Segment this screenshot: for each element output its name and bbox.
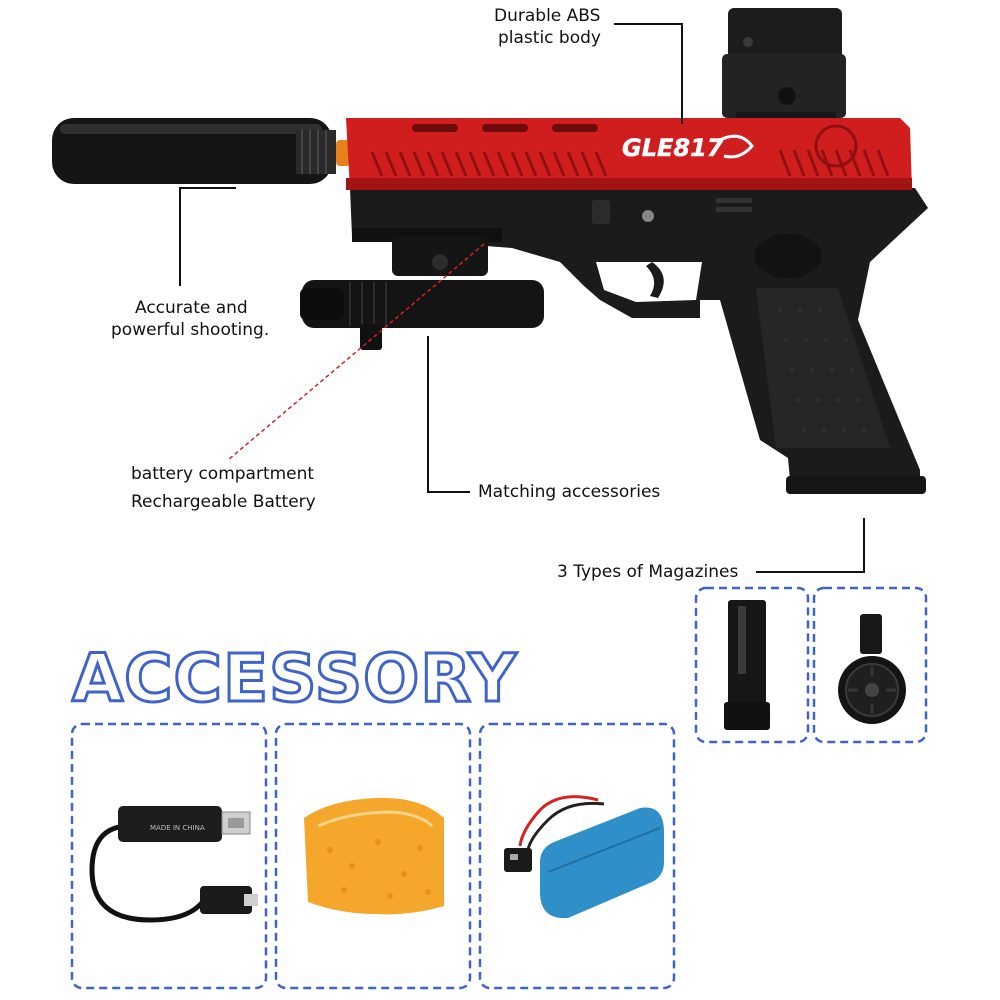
gel-ball-pack [304,797,444,915]
usb-charging-cable: MADE IN CHINA [89,806,258,923]
silencer [52,118,350,184]
drum-magazine [838,614,906,724]
callout-magazines: 3 Types of Magazines [557,562,739,582]
callout-body-line1: Durable ABS [494,6,601,26]
callout-battery-line2: Rechargeable Battery [131,492,316,512]
accessory-box-cable [70,722,268,990]
magazine-box-straight [694,586,810,744]
callout-line-shooting [179,187,236,286]
slide-brand-marking: GLE817 [622,134,724,162]
accessory-box-gel-balls [274,722,472,990]
callout-shooting-line2: powerful shooting. [111,320,270,340]
magazine-box-drum [812,586,928,744]
pistol-frame [350,188,928,494]
laser-beam [227,243,485,461]
accessory-section-title: ACCESSORY [70,639,518,719]
callout-shooting-line1: Accurate and [135,298,248,318]
callout-line-accessories [427,336,470,493]
callout-line-body [614,23,683,124]
rechargeable-battery [504,795,664,919]
callout-accessories: Matching accessories [478,482,661,502]
callout-battery-line1: battery compartment [131,464,315,484]
callout-line-magazines [756,518,865,573]
pistol-slide: GLE817 [346,118,912,190]
accessory-box-battery [478,722,676,990]
callout-body-line2: plastic body [498,28,601,48]
red-dot-sight [722,8,846,124]
gel-blaster-pistol: GLE817 [52,8,928,494]
callout-lines [179,23,865,573]
straight-magazine [724,600,770,730]
cable-printed-text: MADE IN CHINA [150,824,205,832]
tactical-flashlight [300,236,544,350]
